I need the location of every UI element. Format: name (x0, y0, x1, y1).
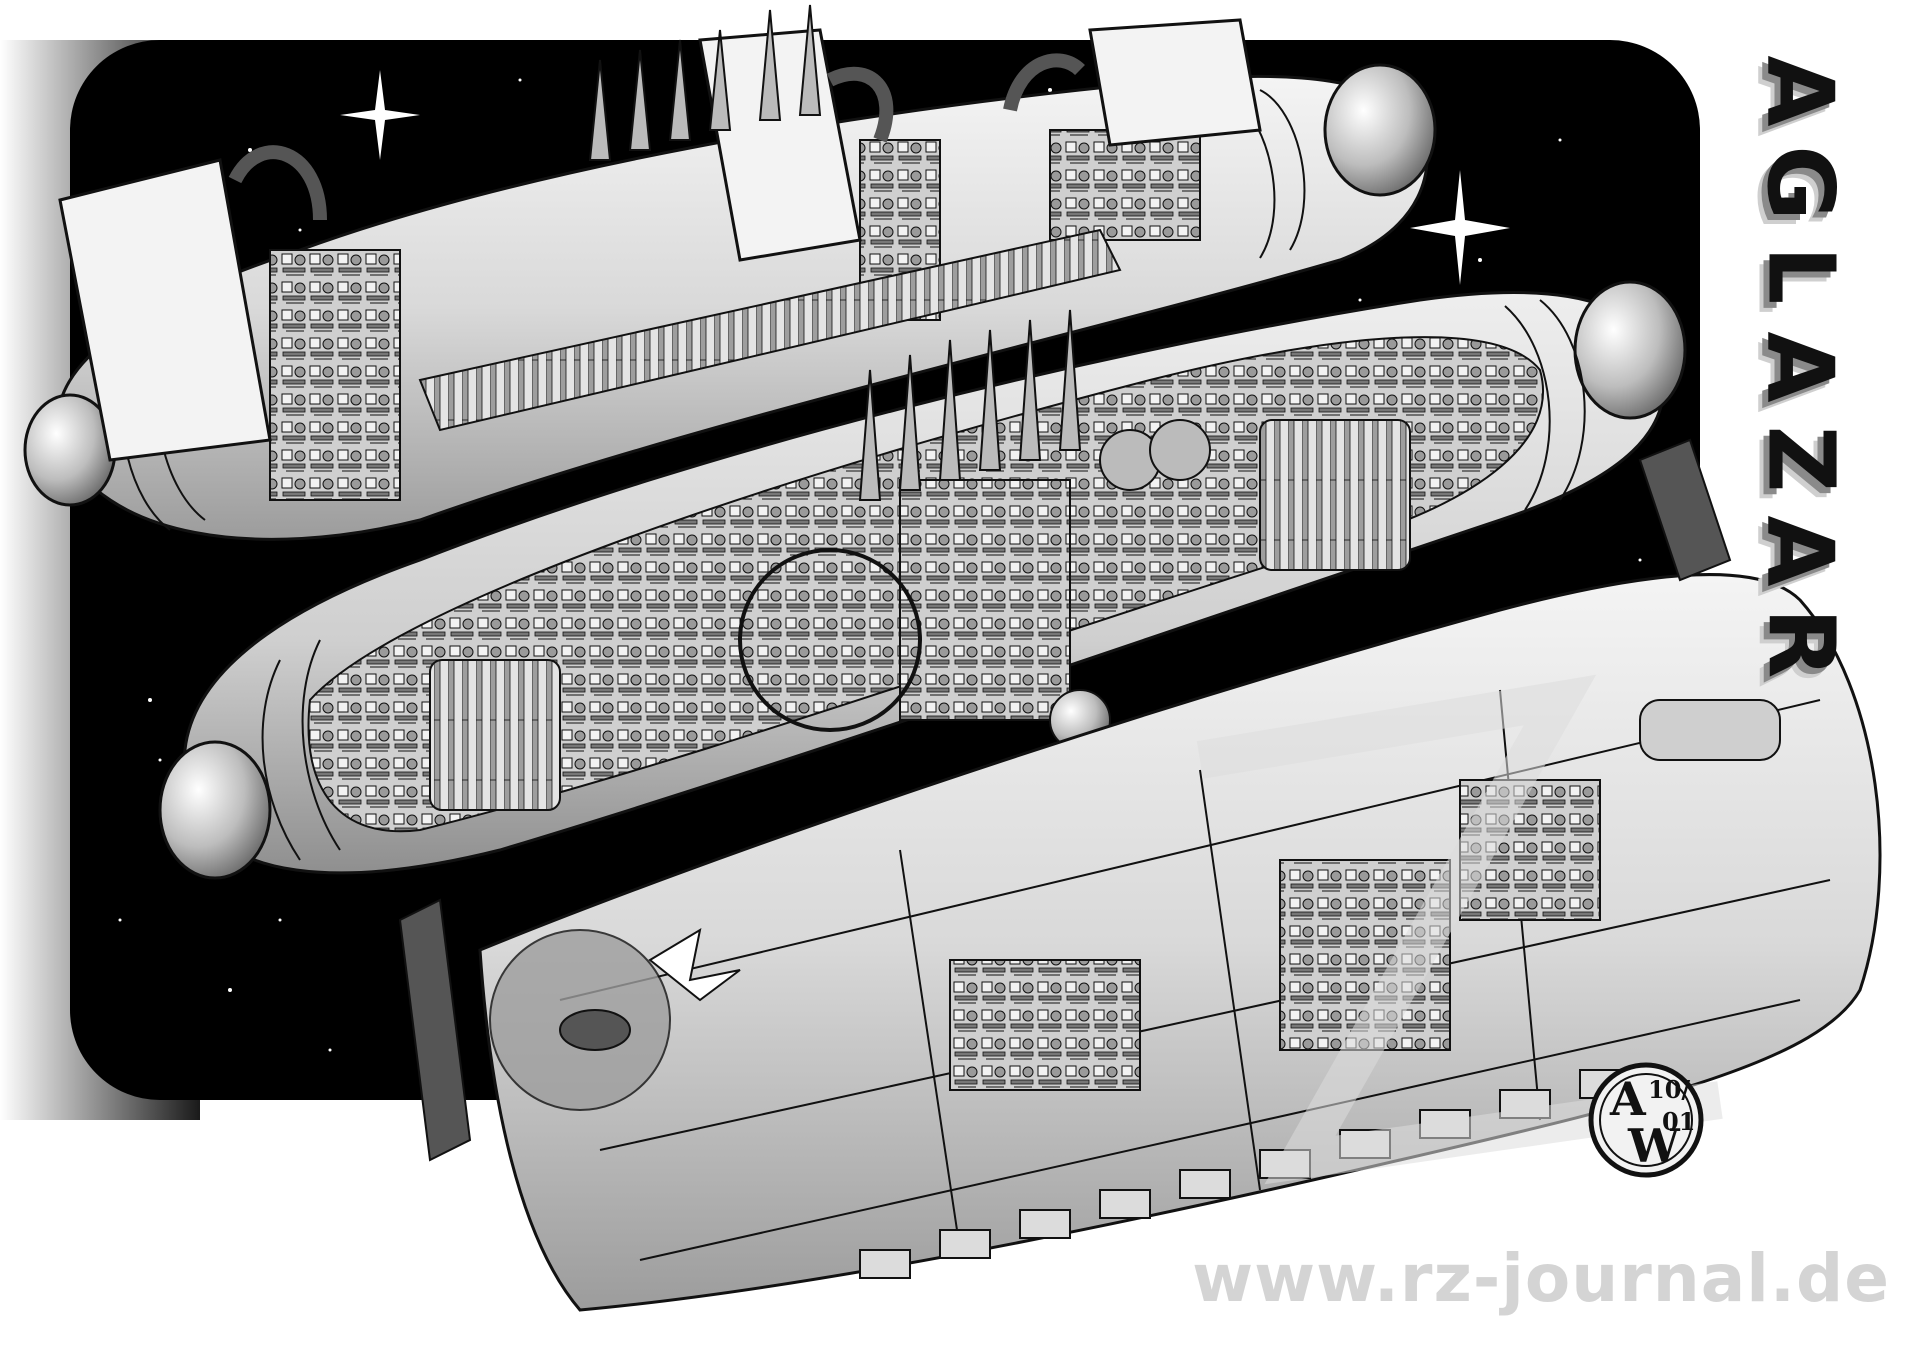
monogram-letter-bottom: W (1627, 1119, 1681, 1173)
title-letter: A (1746, 331, 1854, 403)
artist-monogram: A W 10/ 01 (1588, 1062, 1704, 1178)
asteroid-explosion (489, 927, 741, 1111)
middle-cutaway-ship (158, 280, 1687, 880)
title-letter: A (1746, 55, 1854, 127)
sparkle-stars (340, 70, 1510, 285)
monogram-date-bottom: 01 (1662, 1107, 1695, 1136)
watermark-url: www.rz-journal.de (1192, 1240, 1890, 1317)
title-letter: L (1747, 245, 1854, 305)
title-letter: Z (1747, 425, 1854, 493)
direction-arrows (398, 438, 1732, 1162)
upper-ship (23, 4, 1437, 541)
watermark-logo (1196, 674, 1723, 1185)
monogram-letter-top: A (1609, 1072, 1647, 1126)
title-letter: G (1746, 145, 1854, 221)
title-letter: A (1746, 515, 1854, 587)
monogram-date-top: 10/ (1648, 1075, 1690, 1104)
ship-name-vertical-title: A G L A Z A R (1700, 45, 1900, 678)
title-letter: R (1747, 607, 1854, 679)
